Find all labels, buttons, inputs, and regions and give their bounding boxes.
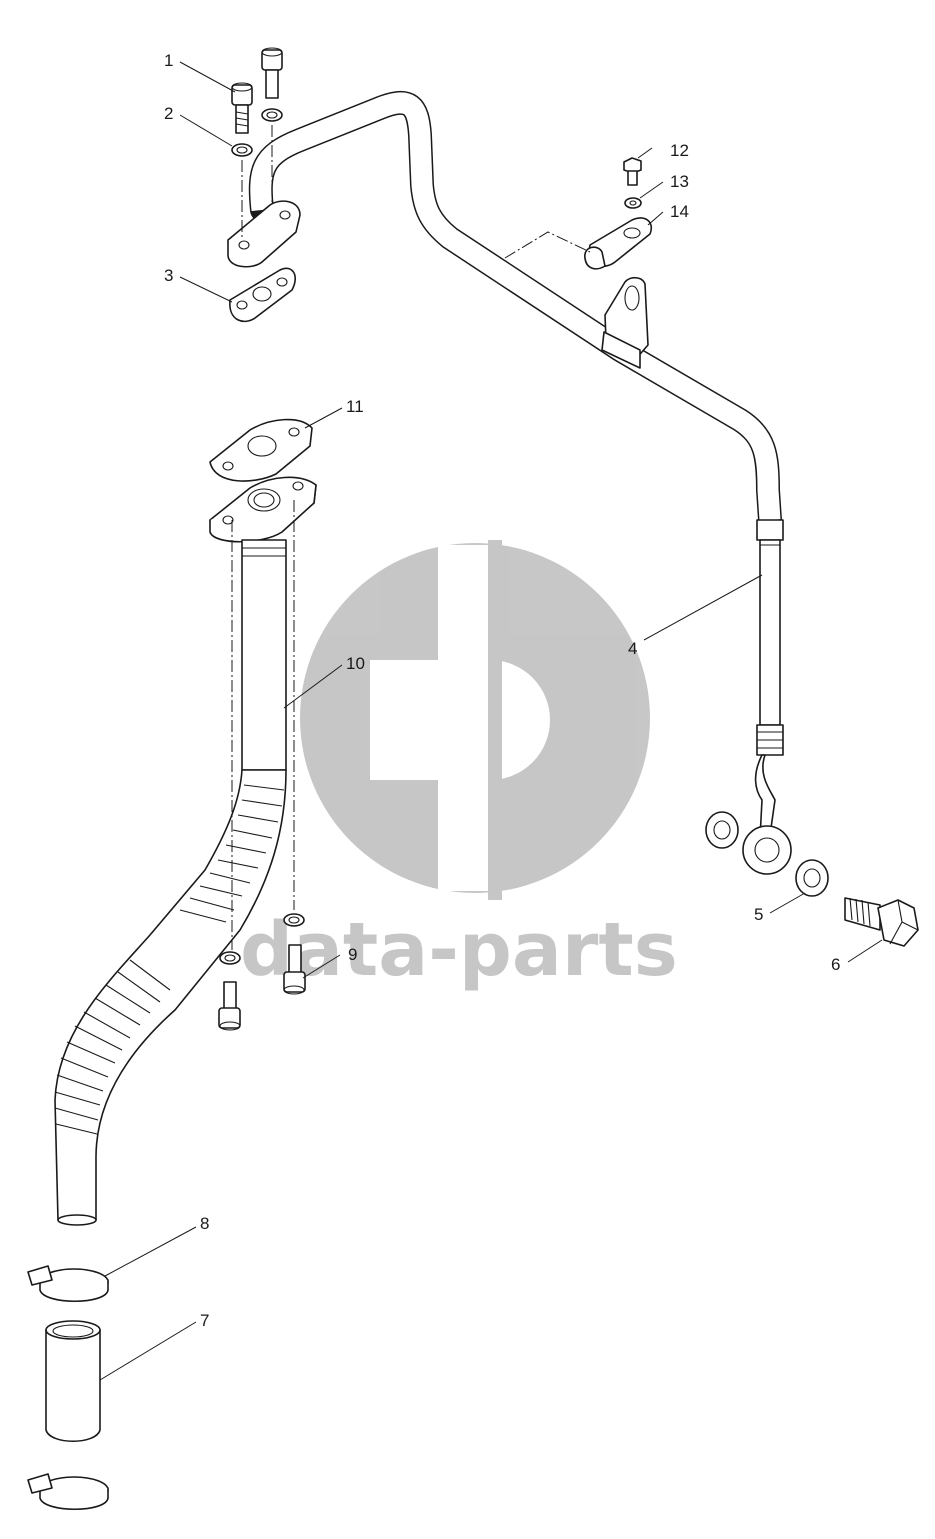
washer-9 [219,913,305,965]
watermark-text: data-parts [240,907,678,993]
dp-logo-icon [300,540,650,900]
callout-1: 1 [164,51,173,70]
bolt-1 [231,82,253,134]
clip-14 [584,217,652,270]
hose-clamp-8 [27,1265,109,1303]
callout-9: 9 [348,945,357,964]
return-pipe-10 [54,476,317,1226]
callout-3: 3 [164,266,173,285]
callout-11: 11 [346,397,364,416]
callout-7: 7 [200,1311,209,1330]
leader-lines [99,61,883,1381]
callout-12: 12 [670,141,689,160]
oil-feed-pipe [227,91,792,875]
callout-2: 2 [164,104,173,123]
callout-10: 10 [346,654,365,673]
callouts: 1 2 3 12 13 14 11 10 4 5 6 9 8 7 [164,51,840,1330]
watermark: data-parts [240,540,678,993]
washer-13 [624,197,642,209]
screw-12 [623,157,642,186]
callout-14: 14 [670,202,689,221]
callout-5: 5 [754,905,763,924]
sealing-ring-5 [705,811,829,897]
callout-13: 13 [670,172,689,191]
hose-clamp-bottom [27,1473,109,1511]
hose-7 [45,1320,101,1442]
gasket-3 [229,267,296,323]
callout-6: 6 [831,955,840,974]
gasket-11 [209,418,313,482]
bolt-9 [218,944,306,1031]
banjo-bolt-6 [844,897,919,947]
callout-8: 8 [200,1214,209,1233]
washer-2 [231,108,283,157]
callout-4: 4 [628,639,637,658]
bolt-1b [261,47,283,99]
